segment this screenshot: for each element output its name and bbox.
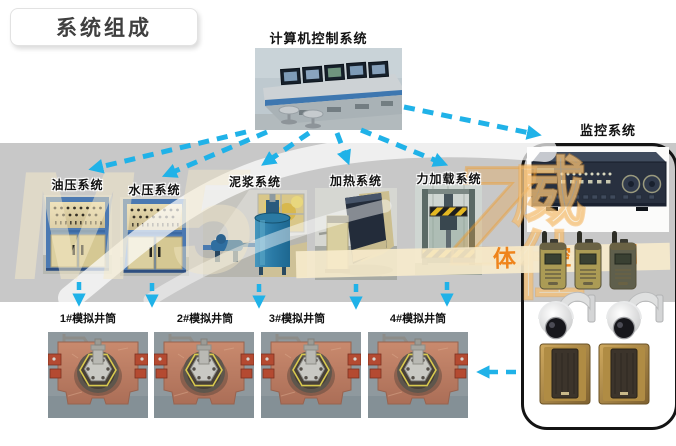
heating-system-photo bbox=[315, 188, 397, 280]
oil-pressure-system-photo bbox=[43, 195, 112, 274]
wellbore-photo-3 bbox=[261, 332, 361, 418]
label-wellbore-2: 2#模拟井筒 bbox=[176, 313, 234, 325]
dome-camera-icon bbox=[529, 287, 599, 345]
label-monitoring-system: 监控系统 bbox=[579, 123, 636, 138]
label-heating-system: 加热系统 bbox=[329, 174, 382, 188]
computer-control-room-photo bbox=[255, 48, 402, 130]
wellbore-photo-1 bbox=[48, 332, 148, 418]
dome-camera-icon bbox=[597, 287, 667, 345]
label-oil-pressure-system: 油压系统 bbox=[51, 178, 104, 192]
page-title: 系统组成 bbox=[56, 17, 152, 40]
walkie-talkie-icon bbox=[573, 231, 603, 291]
wall-speaker-icon bbox=[539, 343, 591, 405]
wellbore-photo-4 bbox=[368, 332, 468, 418]
label-wellbore-4: 4#模拟井筒 bbox=[389, 313, 447, 325]
water-pressure-system-photo bbox=[120, 197, 189, 276]
walkie-talkie-icon bbox=[608, 231, 638, 291]
label-force-loading-system: 力加载系统 bbox=[416, 172, 482, 186]
label-water-pressure-system: 水压系统 bbox=[128, 183, 181, 197]
wall-speaker-icon bbox=[598, 343, 650, 405]
label-mud-system: 泥浆系统 bbox=[228, 175, 281, 189]
stool-icon bbox=[278, 105, 324, 129]
mud-system-photo bbox=[203, 190, 307, 277]
label-wellbore-1: 1#模拟井筒 bbox=[59, 313, 117, 325]
label-wellbore-3: 3#模拟井筒 bbox=[268, 313, 326, 325]
page-title-box: 系统组成 bbox=[10, 8, 198, 46]
wellbore-photo-2 bbox=[154, 332, 254, 418]
walkie-talkie-icon bbox=[538, 231, 568, 291]
force-loading-system-photo bbox=[415, 185, 482, 275]
label-computer-control-system: 计算机控制系统 bbox=[269, 31, 368, 46]
control-amplifier-icon bbox=[528, 148, 668, 214]
